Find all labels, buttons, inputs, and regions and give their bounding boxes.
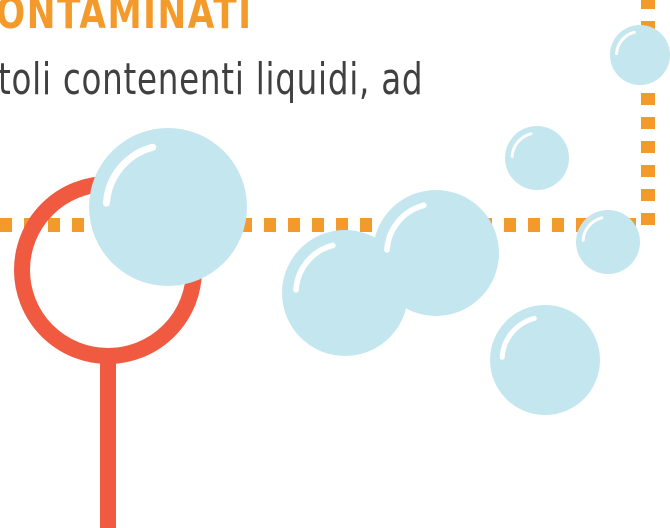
- bubble-icon: [505, 126, 569, 190]
- bubble-body: [373, 190, 499, 316]
- heading-title: ONTAMINATI: [0, 0, 253, 39]
- bubble-icon: [373, 190, 499, 316]
- bubble-body: [89, 128, 247, 286]
- bubble-body: [576, 210, 640, 274]
- bubble-body: [490, 305, 600, 415]
- body-text-line: toli contenenti liquidi, ad: [0, 54, 424, 105]
- bubble-highlight: [384, 202, 427, 253]
- bubble-highlight: [581, 216, 604, 242]
- bubble-body: [610, 25, 670, 85]
- bubble-highlight: [102, 143, 157, 207]
- bubble-icon: [89, 128, 247, 286]
- bubble-highlight: [293, 242, 336, 293]
- bubble-icon: [576, 210, 640, 274]
- bubble-icon: [610, 25, 670, 85]
- bubble-body: [505, 126, 569, 190]
- bubble-icon: [490, 305, 600, 415]
- bubble-highlight: [510, 132, 533, 158]
- bubble-highlight: [615, 30, 636, 55]
- bubbles: [89, 25, 670, 415]
- bubble-highlight: [499, 315, 537, 360]
